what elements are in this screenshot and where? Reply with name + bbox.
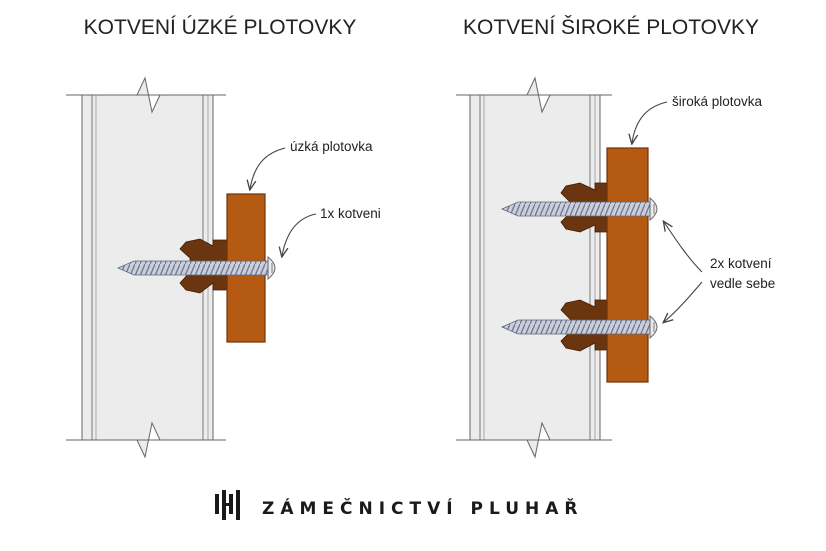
wide-picket-label: široká plotovka <box>672 94 763 109</box>
wide-picket <box>606 147 649 383</box>
double-anchor-label-line2: vedle sebe <box>710 276 775 291</box>
narrow-picket-label: úzká plotovka <box>290 139 373 154</box>
right-panel-title: KOTVENÍ ŠIROKÉ PLOTOVKY <box>463 16 759 39</box>
double-anchor-leader-bottom <box>664 281 703 322</box>
pluhar-logo-icon <box>215 490 240 520</box>
left-screw <box>117 255 276 281</box>
right-screw-bottom <box>501 314 658 340</box>
right-wall-post <box>456 76 612 459</box>
double-anchor-leader-top <box>664 222 703 273</box>
left-panel-title: KOTVENÍ ÚZKÉ PLOTOVKY <box>84 16 357 39</box>
double-anchor-label-line1: 2x kotvení <box>710 256 772 271</box>
brand-name: ZÁMEČNICTVÍ PLUHAŘ <box>262 497 583 519</box>
right-screw-top <box>501 196 658 222</box>
wide-picket-leader <box>632 101 668 143</box>
single-anchor-label: 1x kotveni <box>320 206 381 221</box>
narrow-picket-leader <box>250 147 286 189</box>
single-anchor-leader <box>282 213 317 256</box>
